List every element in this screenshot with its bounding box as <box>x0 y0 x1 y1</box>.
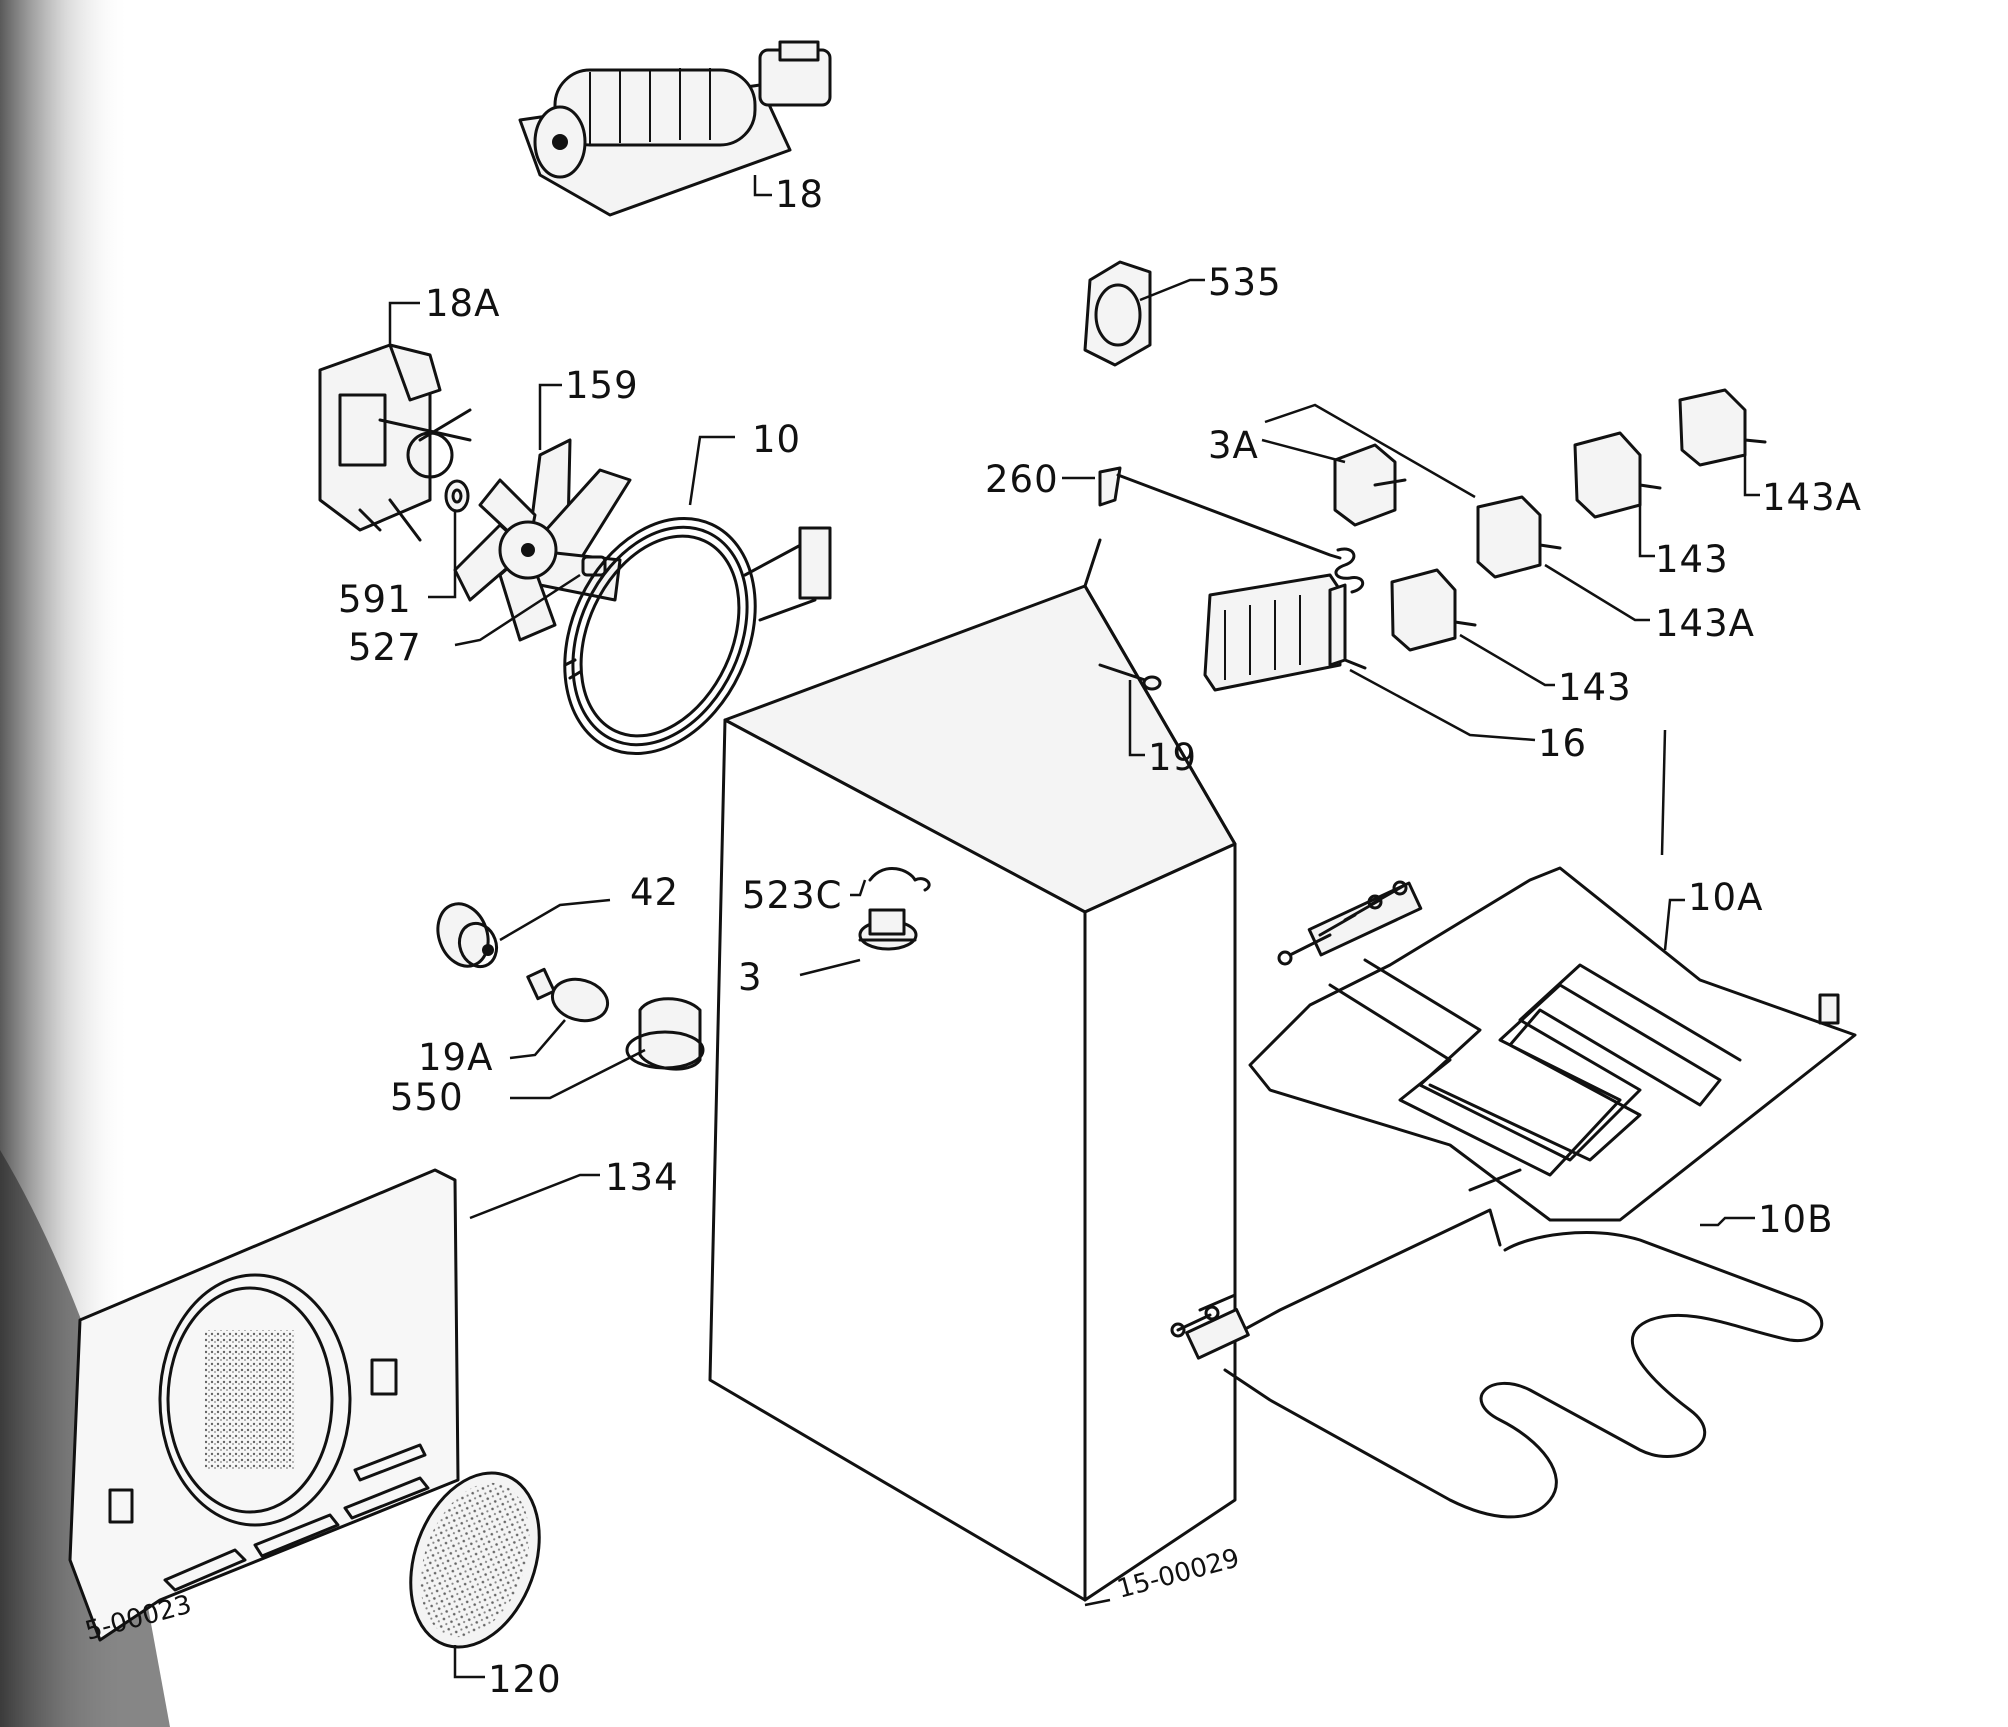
label-591: 591 <box>338 578 412 621</box>
leader-lines <box>388 175 1760 1679</box>
label-10: 10 <box>752 418 801 461</box>
group-bracket-3a <box>1264 403 1476 499</box>
label-16: 16 <box>1538 722 1587 765</box>
part-19a-lamp-bulb[interactable] <box>526 967 612 1026</box>
part-134-rear-panel[interactable]: 5-00023 <box>68 1168 460 1647</box>
part-523c-clip[interactable] <box>868 867 931 892</box>
part-16-selector-switch[interactable] <box>1203 573 1367 692</box>
label-19: 19 <box>1148 736 1197 779</box>
drawing-code-underline <box>1084 1598 1111 1607</box>
label-143-top: 143 <box>1655 538 1729 581</box>
label-18a: 18A <box>425 282 500 325</box>
part-159-fan-blade[interactable] <box>453 438 632 642</box>
label-143a-mid: 143A <box>1655 602 1755 645</box>
part-18a-fan-motor[interactable] <box>318 343 472 542</box>
label-260: 260 <box>985 458 1059 501</box>
part-120-grille[interactable] <box>388 1455 562 1665</box>
part-143a-regulator-top[interactable] <box>1678 388 1767 467</box>
label-10b: 10B <box>1758 1198 1833 1241</box>
label-3a: 3A <box>1208 424 1259 467</box>
part-260-probe[interactable] <box>1098 466 1365 594</box>
part-143a-regulator-mid[interactable] <box>1476 495 1562 579</box>
label-535: 535 <box>1208 261 1282 304</box>
part-535-lamp-cover[interactable] <box>1083 260 1152 367</box>
part-19-sensor[interactable] <box>1098 663 1162 691</box>
part-3a-thermostat[interactable] <box>1333 443 1407 527</box>
part-18-tangential-fan[interactable] <box>518 40 832 217</box>
part-3-safety-thermostat[interactable] <box>858 908 918 951</box>
label-159: 159 <box>565 364 639 407</box>
label-527: 527 <box>348 626 422 669</box>
label-120: 120 <box>488 1658 562 1701</box>
label-143a-top: 143A <box>1762 476 1862 519</box>
label-134: 134 <box>605 1156 679 1199</box>
part-591-washer[interactable] <box>444 479 470 513</box>
label-550: 550 <box>390 1076 464 1119</box>
label-42: 42 <box>630 871 679 914</box>
part-143-regulator-mid[interactable] <box>1390 568 1477 652</box>
label-3: 3 <box>738 956 763 999</box>
label-10a: 10A <box>1688 876 1763 919</box>
label-18: 18 <box>775 173 824 216</box>
part-labels: 18 18A 159 10 591 527 535 3A 260 143A 14… <box>338 173 1862 1701</box>
oven-cabinet <box>708 538 1237 1602</box>
part-10a-terminal-block <box>1277 880 1423 966</box>
label-523c: 523C <box>742 874 842 917</box>
label-19a: 19A <box>418 1036 493 1079</box>
part-143-regulator-top[interactable] <box>1573 431 1662 519</box>
label-143-mid: 143 <box>1558 666 1632 709</box>
part-10a-grill-element[interactable] <box>1248 866 1857 1222</box>
group-line-10a <box>1660 729 1667 856</box>
part-550-lamp-glass[interactable] <box>625 997 705 1071</box>
part-10-circular-element[interactable] <box>528 487 832 784</box>
part-42-lamp-holder[interactable] <box>430 897 503 974</box>
part-10b-bottom-element[interactable] <box>1170 1208 1824 1519</box>
